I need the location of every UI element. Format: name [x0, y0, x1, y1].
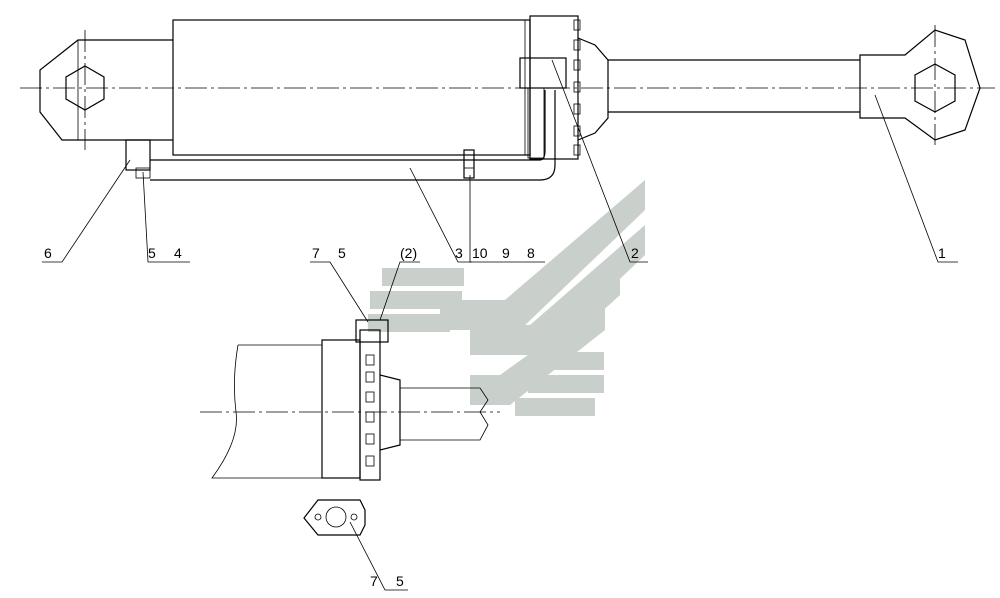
cylinder-barrel: [172, 19, 531, 156]
rod-end-eye: [859, 29, 981, 141]
front-head-flange: [519, 15, 609, 160]
callout-3: 3: [455, 245, 463, 261]
callout-5b: 5: [396, 573, 404, 589]
callout-7a: 7: [312, 245, 320, 261]
leader-lines-top: [42, 59, 958, 323]
callout-4: 4: [174, 245, 182, 261]
callout-10: 10: [472, 245, 488, 261]
detail-view: [200, 319, 500, 591]
callout-9: 9: [502, 245, 510, 261]
callout-2: 2: [631, 245, 639, 261]
callout-8: 8: [527, 245, 535, 261]
callout-6: 6: [44, 245, 52, 261]
callout-2-parenthesized: (2): [400, 245, 417, 261]
hydraulic-tube: [125, 90, 556, 181]
callout-5a: 5: [338, 245, 346, 261]
chevron-logo-icon: [368, 180, 645, 416]
rear-clevis-eye: [39, 39, 173, 141]
callout-5: 5: [148, 245, 156, 261]
callout-1: 1: [938, 245, 946, 261]
callout-7b: 7: [370, 573, 378, 589]
piston-rod: [608, 59, 860, 113]
